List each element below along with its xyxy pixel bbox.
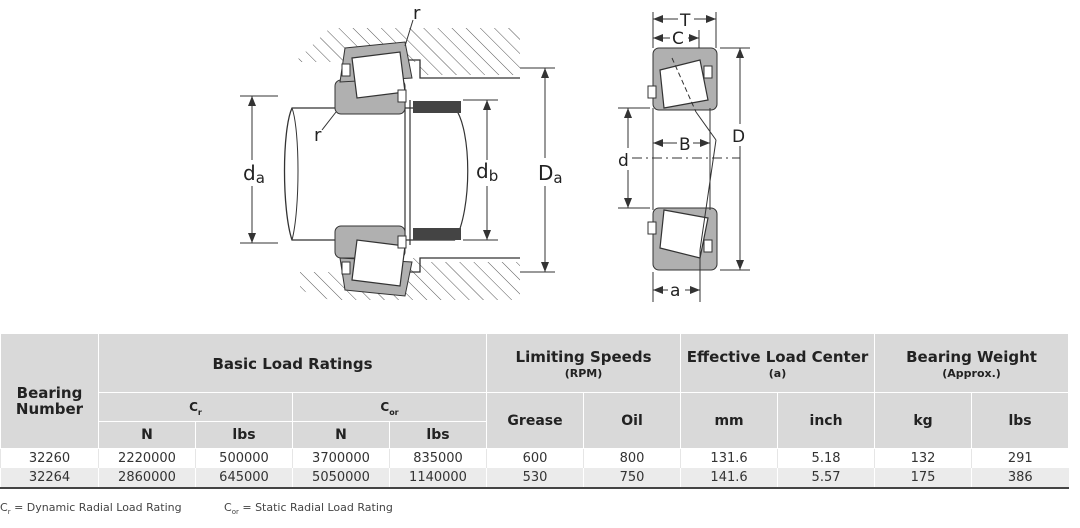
spacer-bottom: [413, 228, 461, 240]
cell-number: 32264: [0, 468, 99, 489]
header-limiting-speeds: Limiting Speeds(RPM): [486, 333, 682, 393]
header-inch: inch: [777, 392, 876, 449]
header-effective-load-center: Effective Load Center(a): [680, 333, 876, 393]
mounting-drawing: r r da db Da: [240, 3, 563, 300]
bearing-bottom: [334, 225, 413, 297]
B-label: B: [679, 135, 691, 155]
header-grease: Grease: [486, 392, 585, 449]
cell-mm: 141.6: [680, 468, 778, 489]
note-dynamic-rating: Cr = Dynamic Radial Load Rating: [0, 501, 182, 517]
cell-lbs: 291: [971, 448, 1069, 468]
cell-grease: 600: [486, 448, 584, 468]
r-label-top: r: [413, 3, 421, 24]
cell-inch: 5.18: [777, 448, 875, 468]
spacer-top: [413, 101, 461, 113]
cell-cr-n: 2220000: [98, 448, 196, 468]
header-cor-lbs: lbs: [388, 421, 488, 449]
cell-cor-lbs: 835000: [388, 448, 487, 468]
D-label: D: [732, 127, 745, 147]
header-cor-n: N: [292, 421, 390, 449]
cell-inch: 5.57: [777, 468, 875, 489]
table-row: 32264 2860000 645000 5050000 1140000 530…: [0, 468, 1069, 489]
bearing-section-drawing: T C B: [618, 11, 750, 302]
a-label: a: [670, 281, 680, 301]
bearing-spec-table: Bearing Number Basic Load Ratings Limiti…: [0, 333, 1070, 489]
cell-cr-lbs: 645000: [195, 468, 293, 489]
header-kg: kg: [874, 392, 973, 449]
C-label: C: [672, 29, 684, 49]
cell-mm: 131.6: [680, 448, 778, 468]
header-cr: Cr: [98, 392, 293, 422]
Da-label: Da: [538, 161, 563, 187]
header-bearing-weight: Bearing Weight(Approx.): [874, 333, 1070, 393]
cell-oil: 800: [583, 448, 681, 468]
da-label: da: [243, 161, 265, 187]
cell-cor-lbs: 1140000: [388, 468, 487, 489]
cell-number: 32260: [0, 448, 99, 468]
header-lbs-weight: lbs: [971, 392, 1070, 449]
header-cr-lbs: lbs: [195, 421, 293, 449]
bearing-top: [334, 41, 413, 115]
cell-cor-n: 3700000: [292, 448, 390, 468]
cell-kg: 132: [874, 448, 972, 468]
header-mm: mm: [680, 392, 779, 449]
cell-lbs: 386: [971, 468, 1069, 489]
d-label: d: [618, 151, 629, 171]
cell-grease: 530: [486, 468, 584, 489]
header-basic-load-ratings: Basic Load Ratings: [97, 333, 488, 393]
bearing-drawings: r r da db Da T: [240, 3, 750, 302]
note-static-rating: Cor = Static Radial Load Rating: [224, 501, 393, 517]
header-oil: Oil: [583, 392, 682, 449]
header-cr-n: N: [98, 421, 196, 449]
db-label: db: [476, 159, 498, 185]
shaft: [283, 107, 335, 241]
cell-cr-n: 2860000: [98, 468, 196, 489]
r-label-left: r: [314, 125, 322, 146]
cell-kg: 175: [874, 468, 972, 489]
cell-cor-n: 5050000: [292, 468, 390, 489]
T-label: T: [679, 11, 691, 31]
header-cor: Cor: [291, 392, 488, 422]
header-bearing-number: Bearing Number: [0, 333, 99, 449]
table-row: 32260 2220000 500000 3700000 835000 600 …: [0, 448, 1069, 468]
cell-oil: 750: [583, 468, 681, 489]
cell-cr-lbs: 500000: [195, 448, 293, 468]
